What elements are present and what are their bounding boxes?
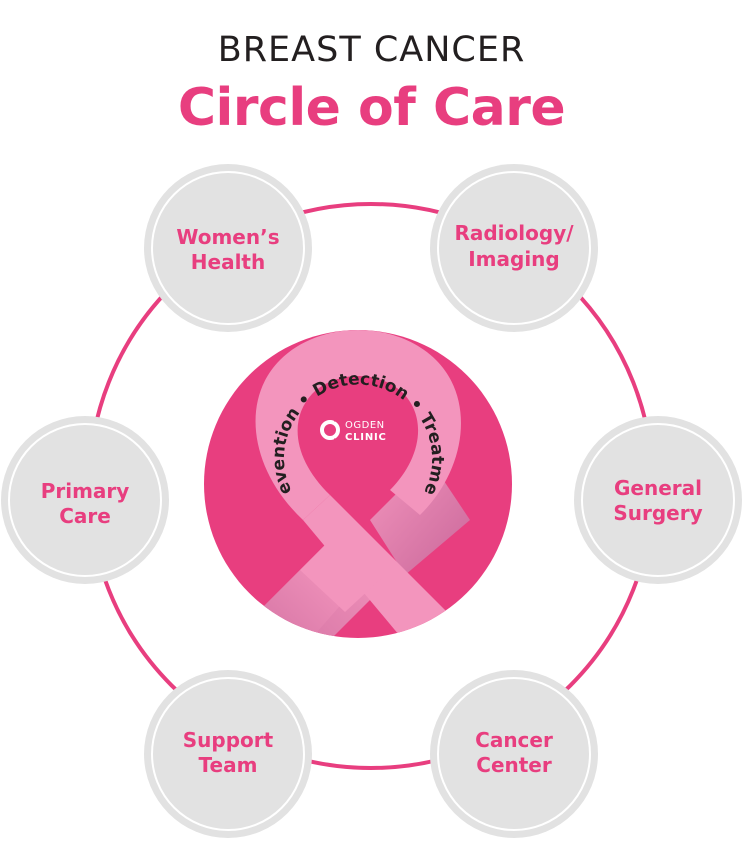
- node-primary-care[interactable]: Primary Care: [1, 416, 169, 584]
- node-label-line1: General: [614, 476, 702, 500]
- node-label-line2: Health: [191, 250, 265, 274]
- node-radiology-imaging[interactable]: Radiology/ Imaging: [430, 164, 598, 332]
- node-label-line1: Support: [183, 728, 274, 752]
- node-label-line2: Team: [199, 753, 258, 777]
- node-general-surgery[interactable]: General Surgery: [574, 416, 742, 584]
- ogden-clinic-logo: OGDEN CLINIC: [320, 418, 387, 443]
- title-breast-cancer: BREAST CANCER: [217, 30, 526, 70]
- node-label-line1: Primary: [41, 479, 130, 503]
- node-label-line1: Radiology/: [454, 221, 574, 245]
- title-circle-of-care: Circle of Care: [177, 78, 566, 138]
- node-label-line2: Care: [59, 504, 111, 528]
- node-label-line1: Women’s: [176, 225, 279, 249]
- node-support-team[interactable]: Support Team: [144, 670, 312, 838]
- node-label-line1: Cancer: [475, 728, 553, 752]
- logo-text-ogden: OGDEN: [345, 420, 385, 431]
- node-label-line2: Imaging: [468, 247, 560, 271]
- node-label-line2: Surgery: [613, 501, 702, 525]
- logo-text-clinic: CLINIC: [345, 432, 387, 443]
- node-label-line2: Center: [476, 753, 552, 777]
- node-womens-health[interactable]: Women’s Health: [144, 164, 312, 332]
- ogden-clinic-logo-icon: [320, 418, 346, 442]
- node-cancer-center[interactable]: Cancer Center: [430, 670, 598, 838]
- center-emblem: Prevention • Detection • Treatment OGDEN…: [0, 0, 512, 638]
